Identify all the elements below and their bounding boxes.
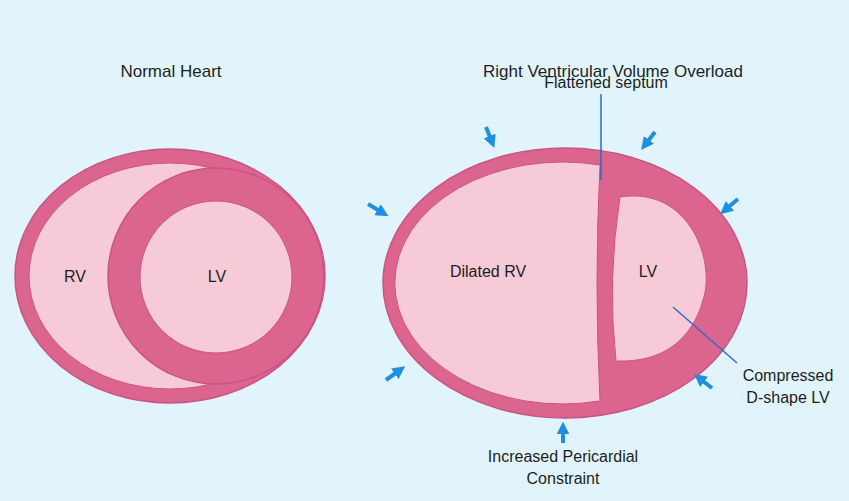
rv-chamber: RV bbox=[58, 264, 92, 289]
leader-line bbox=[673, 307, 737, 363]
rv-chamber: Dilated RV bbox=[444, 259, 532, 284]
leader-lines bbox=[601, 94, 737, 363]
overloaded-heart bbox=[383, 148, 747, 418]
lv-chamber: LV bbox=[202, 264, 232, 289]
constraint-arrow bbox=[725, 199, 738, 210]
constraint-arrow bbox=[368, 204, 383, 213]
d-shaped-lv-cavity bbox=[612, 196, 706, 361]
chamber-label: Dilated RV bbox=[450, 262, 526, 281]
heart-outline: Dilated RVLVRight Ventricular Volume Ove… bbox=[383, 8, 843, 420]
heart-wall bbox=[15, 149, 325, 403]
chamber-label: LV bbox=[639, 262, 657, 281]
constraint-arrow bbox=[386, 370, 400, 380]
heart-wall bbox=[383, 148, 747, 418]
heading-text: Normal Heart bbox=[120, 62, 221, 82]
lv-chamber: LV bbox=[633, 259, 663, 284]
lv-wall bbox=[108, 168, 324, 384]
constraint-arrow bbox=[699, 378, 712, 388]
normal-heart bbox=[15, 149, 325, 403]
constraint-arrow bbox=[645, 132, 655, 145]
constraint-arrow bbox=[486, 127, 492, 142]
leader-line bbox=[600, 94, 602, 180]
constraint-arrow bbox=[561, 428, 565, 443]
annotation-label: Increased Pericardial Constraint bbox=[473, 446, 653, 489]
annotation-label: Compressed D-shape LV bbox=[734, 365, 842, 408]
annotation-label: Flattened septum bbox=[506, 72, 706, 94]
chamber-label: RV bbox=[64, 267, 86, 286]
lv-cavity bbox=[140, 201, 292, 353]
chamber-label: LV bbox=[208, 267, 226, 286]
constraint-arrows bbox=[368, 127, 738, 443]
heart-outline: RV LV Normal Heart bbox=[15, 8, 327, 405]
dilated-rv-cavity bbox=[395, 162, 600, 404]
